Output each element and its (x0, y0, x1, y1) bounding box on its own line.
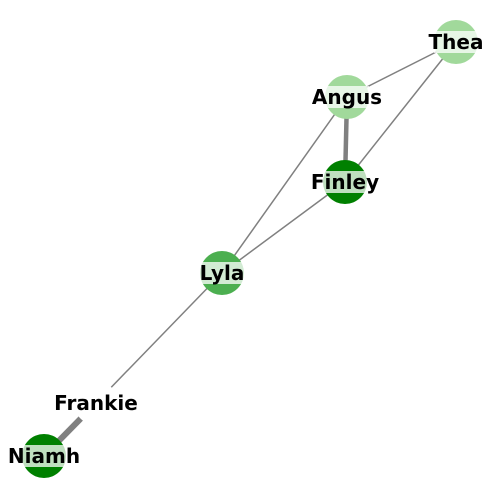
edge-thea-finley (344, 41, 457, 183)
node-finley: Finley (311, 160, 379, 204)
node-niamh: Niamh (8, 434, 80, 478)
node-label-band-finley (323, 171, 367, 193)
node-label-angus: Angus (312, 85, 382, 109)
node-lyla: Lyla (200, 251, 245, 295)
node-label-band-niamh (22, 445, 66, 467)
node-angus: Angus (312, 75, 382, 119)
node-label-band-angus (325, 86, 369, 108)
node-thea: Thea (429, 20, 484, 64)
node-label-finley: Finley (311, 170, 379, 194)
node-label-niamh: Niamh (8, 444, 80, 468)
node-label-thea: Thea (429, 30, 484, 54)
edge-lyla-frankie (95, 272, 223, 404)
node-label-band-lyla (200, 262, 244, 284)
node-label-band-frankie (74, 392, 118, 414)
node-frankie: Frankie (54, 381, 138, 425)
edge-angus-lyla (221, 96, 348, 274)
edge-finley-lyla (221, 181, 346, 274)
node-label-frankie: Frankie (54, 391, 138, 415)
node-label-band-thea (434, 31, 478, 53)
node-label-lyla: Lyla (200, 261, 245, 285)
